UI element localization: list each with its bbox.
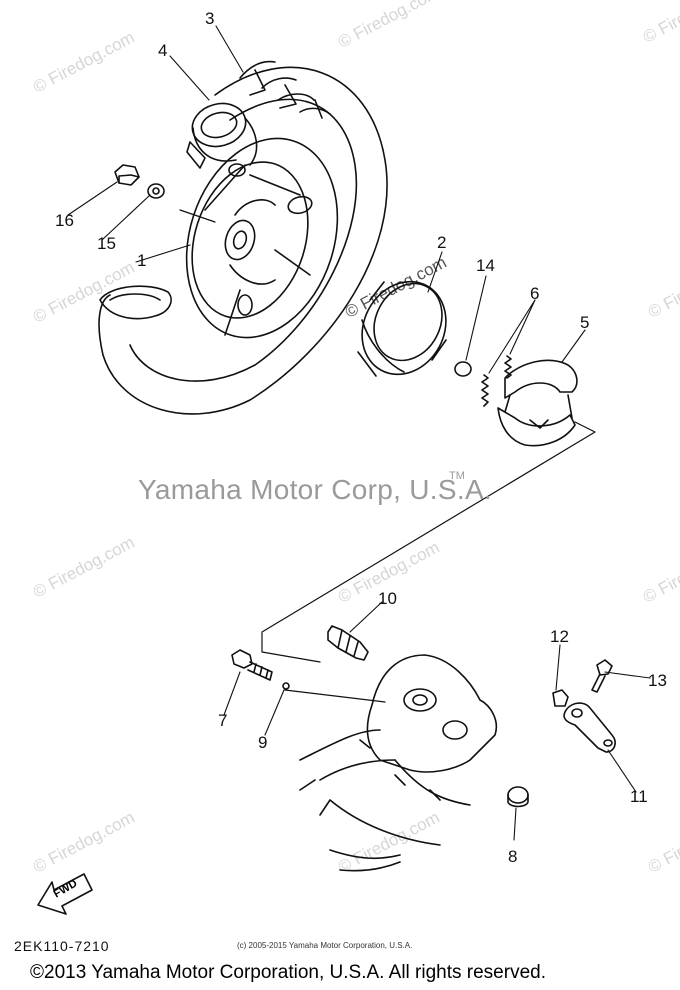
callout-7: 7 <box>218 711 228 730</box>
fwd-arrow-icon <box>37 873 93 915</box>
small-copyright: (c) 2005-2015 Yamaha Motor Corporation, … <box>237 941 413 950</box>
callout-10: 10 <box>378 589 397 608</box>
diagram-code: 2EK110-7210 <box>14 938 110 954</box>
axle-nut <box>114 164 140 186</box>
callout-16: 16 <box>55 211 74 230</box>
lever-bolt <box>591 659 613 693</box>
callout-5: 5 <box>580 313 590 332</box>
wheel-hub <box>185 137 339 339</box>
trademark-mark: TM <box>449 470 465 482</box>
callout-6: 6 <box>530 284 540 303</box>
brake-cam-lever <box>563 702 616 753</box>
inner-tube <box>186 102 258 169</box>
callout-1: 1 <box>137 251 147 270</box>
rear-brake-housing <box>299 654 498 872</box>
bushing <box>507 786 529 808</box>
callout-9: 9 <box>258 733 268 752</box>
callout-4: 4 <box>158 41 168 60</box>
callout-15: 15 <box>97 234 116 253</box>
callout-3: 3 <box>205 9 215 28</box>
callout-11: 11 <box>630 787 648 806</box>
pin <box>282 682 290 690</box>
o-ring <box>454 361 472 377</box>
callout-12: 12 <box>550 627 569 646</box>
camshaft-bolt <box>327 625 369 661</box>
tire-bead <box>99 285 172 320</box>
brake-spring <box>481 374 489 407</box>
callout-2: 2 <box>437 233 447 252</box>
callout-8: 8 <box>508 847 518 866</box>
brake-shoes <box>497 359 578 447</box>
callout-13: 13 <box>648 671 667 690</box>
tire <box>98 60 388 415</box>
brand-watermark: Yamaha Motor Corp, U.S.A. <box>138 474 492 505</box>
indicator-plate <box>552 689 569 707</box>
footer-copyright: ©2013 Yamaha Motor Corporation, U.S.A. A… <box>30 962 546 983</box>
brake-drum-ring <box>357 280 447 377</box>
washer <box>147 183 165 199</box>
brake-spring <box>504 355 512 379</box>
callout-14: 14 <box>476 256 495 275</box>
stud-bolt <box>231 649 273 681</box>
